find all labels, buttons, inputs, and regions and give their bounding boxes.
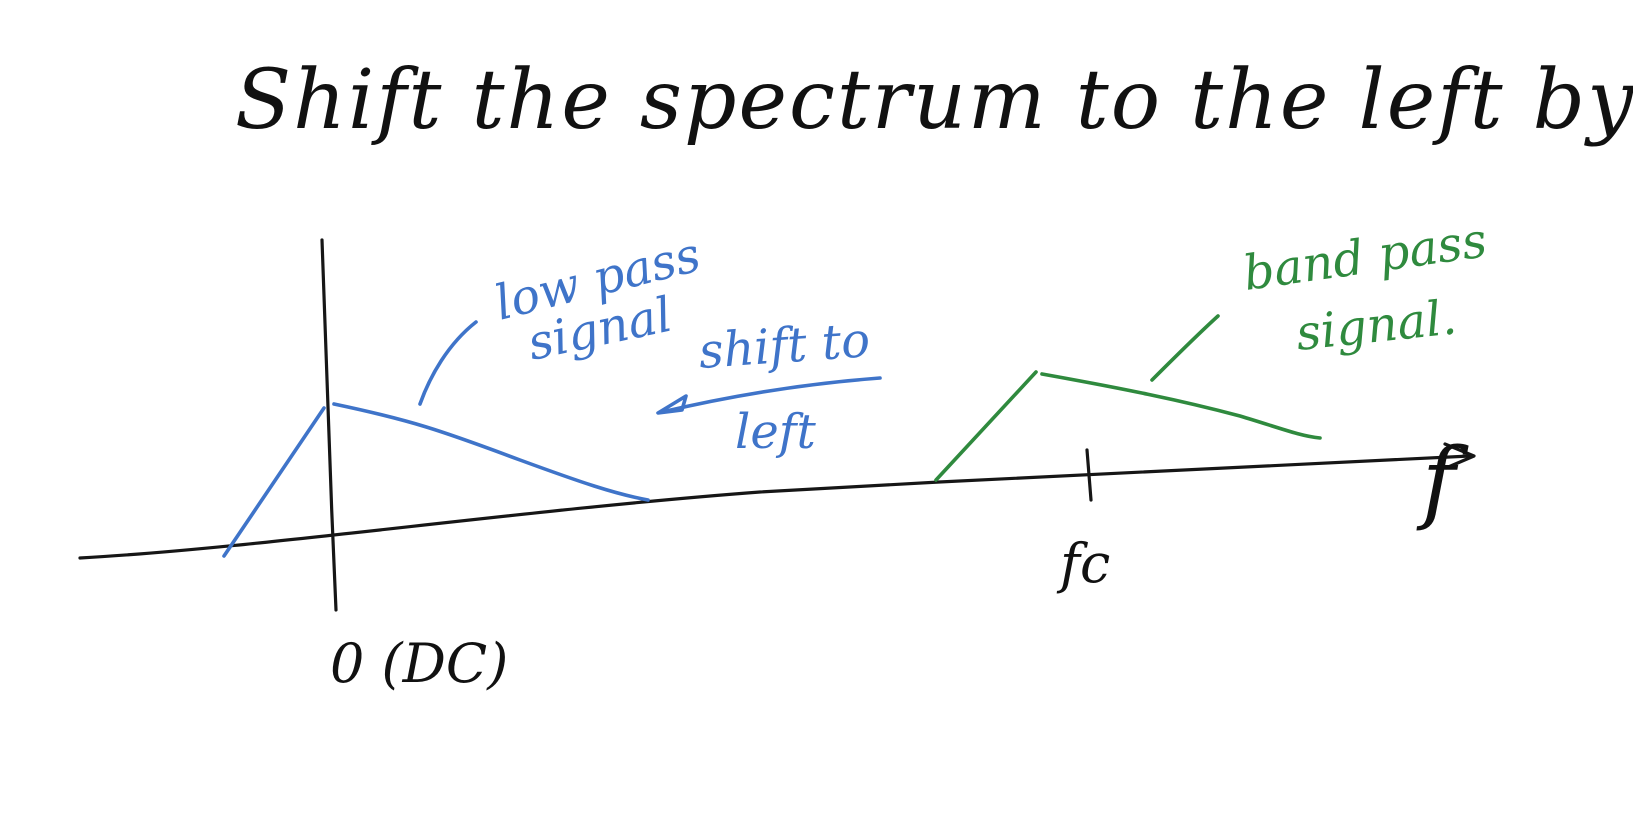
origin-label: 0 (DC) <box>330 632 508 695</box>
frequency-axis <box>78 454 1472 560</box>
diagram-title: Shift the spectrum to the left by fc <box>235 53 1633 148</box>
frequency-axis-arrowhead <box>1443 442 1476 470</box>
lowpass-spectrum-rising-edge <box>222 406 326 558</box>
shift-arrow-line <box>660 376 882 414</box>
shift-label-line1: shift to <box>697 312 872 380</box>
bandpass-spectrum-falling-edge <box>1040 372 1322 440</box>
lowpass-pointer-line <box>418 320 478 406</box>
shift-arrowhead-icon <box>656 394 688 415</box>
frequency-axis-label: f <box>1416 429 1469 534</box>
shift-label-line2: left <box>735 404 817 460</box>
bandpass-label-line2: signal. <box>1293 289 1459 362</box>
carrier-frequency-label: fc <box>1056 532 1110 595</box>
bandpass-spectrum-rising-edge <box>934 370 1038 482</box>
amplitude-axis <box>320 238 338 612</box>
bandpass-pointer-line <box>1150 314 1220 382</box>
bandpass-label-line1: band pass <box>1240 212 1490 302</box>
lowpass-spectrum-falling-edge <box>332 402 650 502</box>
carrier-tick <box>1085 448 1093 502</box>
